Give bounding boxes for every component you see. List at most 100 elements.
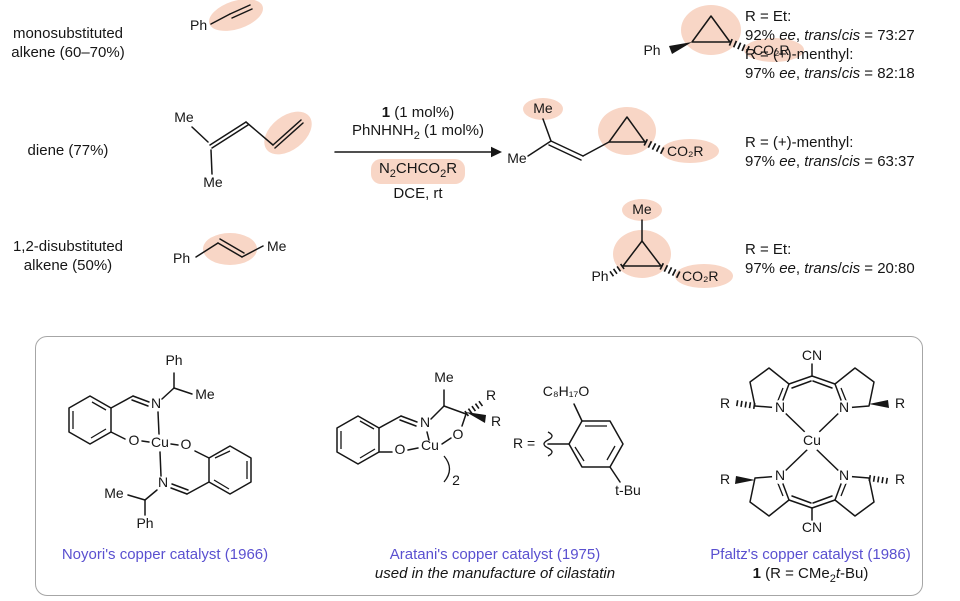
- aratani-bonds: [336, 389, 624, 483]
- phenyl-label: Ph: [165, 352, 182, 368]
- results-2: R = (+)-menthyl: 97% ee, trans/cis = 63:…: [745, 133, 915, 171]
- alkene-bonds: [195, 238, 264, 258]
- atom-mask: [772, 400, 788, 416]
- highlight-blob: [598, 107, 656, 155]
- pfaltz-caption: Pfaltz's copper catalyst (1986): [710, 546, 911, 563]
- results-3-line2: 97% ee, trans/cis = 20:80: [745, 260, 915, 277]
- styrene-structure: Ph: [190, 0, 263, 33]
- highlight-blob: [681, 5, 741, 55]
- alkoxy-label: C₈H₁₇O: [543, 383, 590, 399]
- highlight-blob: [744, 38, 804, 62]
- hashed-wedge: [868, 475, 889, 484]
- diazo-reagent: N2CHCO2R: [370, 159, 466, 184]
- noyori-structure: Ph Me N O Cu O N Me Ph: [68, 352, 252, 531]
- cyclopropane-ring: [608, 116, 646, 143]
- atom-mask: [836, 468, 852, 484]
- methyl-label: Me: [203, 174, 223, 190]
- product-1-structure: Ph CO₂R: [643, 5, 804, 62]
- substrate-label-3: 1,2-disubstituted alkene (50%): [2, 237, 134, 275]
- aromatic-ticks: [72, 401, 107, 439]
- styrene-bonds: [210, 4, 253, 25]
- nitrogen-label: N: [158, 474, 168, 490]
- ester-label: CO₂R: [753, 42, 790, 58]
- reagent-line: N2CHCO2R: [333, 159, 503, 184]
- dimer-subscript: 2: [452, 472, 460, 488]
- methyl-label: Me: [434, 369, 454, 385]
- aromatic-ticks: [574, 425, 616, 462]
- bold-wedge: [466, 412, 486, 423]
- phenyl-label: Ph: [190, 17, 207, 33]
- tbu-label: t-Bu: [615, 482, 641, 498]
- attachment-squiggle: [543, 431, 553, 457]
- results-1: R = Et: 92% ee, trans/cis = 73:27 R = (+…: [745, 7, 915, 83]
- disubstituted-alkene-structure: Ph Me: [173, 233, 287, 266]
- nitrogen-label: N: [839, 467, 849, 483]
- methyl-label: Me: [174, 109, 194, 125]
- highlight-blob: [661, 139, 719, 163]
- results-2-line1: R = (+)-menthyl:: [745, 134, 854, 151]
- substrate-label-3-line1: 1,2-disubstituted: [12, 238, 124, 255]
- aratani-note: used in the manufacture of cilastatin: [374, 565, 616, 582]
- hashed-wedge: [659, 262, 681, 279]
- aromatic-ticks: [340, 420, 376, 459]
- product-2-structure: Me Me CO₂R: [507, 98, 719, 166]
- copper-label: Cu: [803, 432, 821, 448]
- methyl-label: Me: [507, 150, 527, 166]
- oxygen-label: O: [395, 441, 406, 457]
- substrate-label-1: monosubstituted alkene (60–70%): [2, 24, 134, 62]
- methyl-label: Me: [195, 386, 215, 402]
- product-3-structure: Me Ph CO₂R: [591, 199, 733, 288]
- additive-loading: PhNHNH2 (1 mol%): [352, 122, 484, 142]
- noyori-bonds: [68, 372, 252, 516]
- cyclopropane-ring: [691, 15, 731, 43]
- phenyl-label: Ph: [173, 250, 190, 266]
- nitrogen-label: N: [839, 399, 849, 415]
- highlight-blob: [523, 98, 563, 120]
- bold-wedge: [869, 400, 889, 408]
- pfaltz-note: 1 (R = CMe2t-Bu): [752, 565, 869, 585]
- atom-mask: [801, 429, 823, 451]
- results-2-line2: 97% ee, trans/cis = 63:37: [745, 153, 915, 170]
- nitrile-label: CN: [802, 347, 822, 363]
- highlight-blob: [209, 0, 263, 31]
- methyl-label: Me: [104, 485, 124, 501]
- oxygen-label: O: [181, 436, 192, 452]
- aromatic-ticks: [213, 450, 248, 490]
- methyl-label: Me: [267, 238, 287, 254]
- highlight-blob: [675, 264, 733, 288]
- r-group-label: R: [491, 413, 501, 429]
- conditions-above: 1 (1 mol%) PhNHNH2 (1 mol%): [333, 104, 503, 145]
- phenyl-label: Ph: [136, 515, 153, 531]
- nitrile-label: CN: [802, 519, 822, 535]
- ester-label: CO₂R: [682, 268, 719, 284]
- methyl-label: Me: [632, 201, 652, 217]
- hashed-wedge: [728, 38, 751, 54]
- phenyl-label: Ph: [591, 268, 608, 284]
- r-group-label: R: [720, 471, 730, 487]
- r-equals-label: R =: [513, 435, 535, 451]
- nitrogen-label: N: [775, 399, 785, 415]
- cyclopropane-ring: [622, 240, 662, 267]
- alkene-bonds: [527, 118, 610, 161]
- highlight-blob: [203, 233, 257, 265]
- catalyst-loading: 1 (1 mol%): [381, 104, 455, 121]
- aratani-caption: Aratani's copper catalyst (1975): [389, 546, 601, 563]
- reaction-arrow: [334, 146, 502, 158]
- bold-wedge: [735, 476, 755, 484]
- hashed-wedge: [643, 138, 665, 155]
- results-1-line3: R = (+)-menthyl:: [745, 46, 854, 63]
- hashed-wedge: [464, 399, 485, 417]
- results-1-line4: 97% ee, trans/cis = 82:18: [745, 65, 915, 82]
- results-1-line1: R = Et:: [745, 8, 792, 25]
- results-1-line2: 92% ee, trans/cis = 73:27: [745, 27, 915, 44]
- substrate-label-2-line1: diene (77%): [27, 142, 109, 159]
- aratani-structure: Me N R R O O Cu 2 R = C₈H₁₇O t-Bu: [336, 369, 641, 498]
- methyl-label: Me: [533, 100, 553, 116]
- atom-mask: [836, 400, 852, 416]
- r-group-label: R: [720, 395, 730, 411]
- results-3-line1: R = Et:: [745, 241, 792, 258]
- oxygen-label: O: [129, 432, 140, 448]
- nitrogen-label: N: [420, 414, 430, 430]
- substrate-label-1-line2: alkene (60–70%): [11, 44, 125, 61]
